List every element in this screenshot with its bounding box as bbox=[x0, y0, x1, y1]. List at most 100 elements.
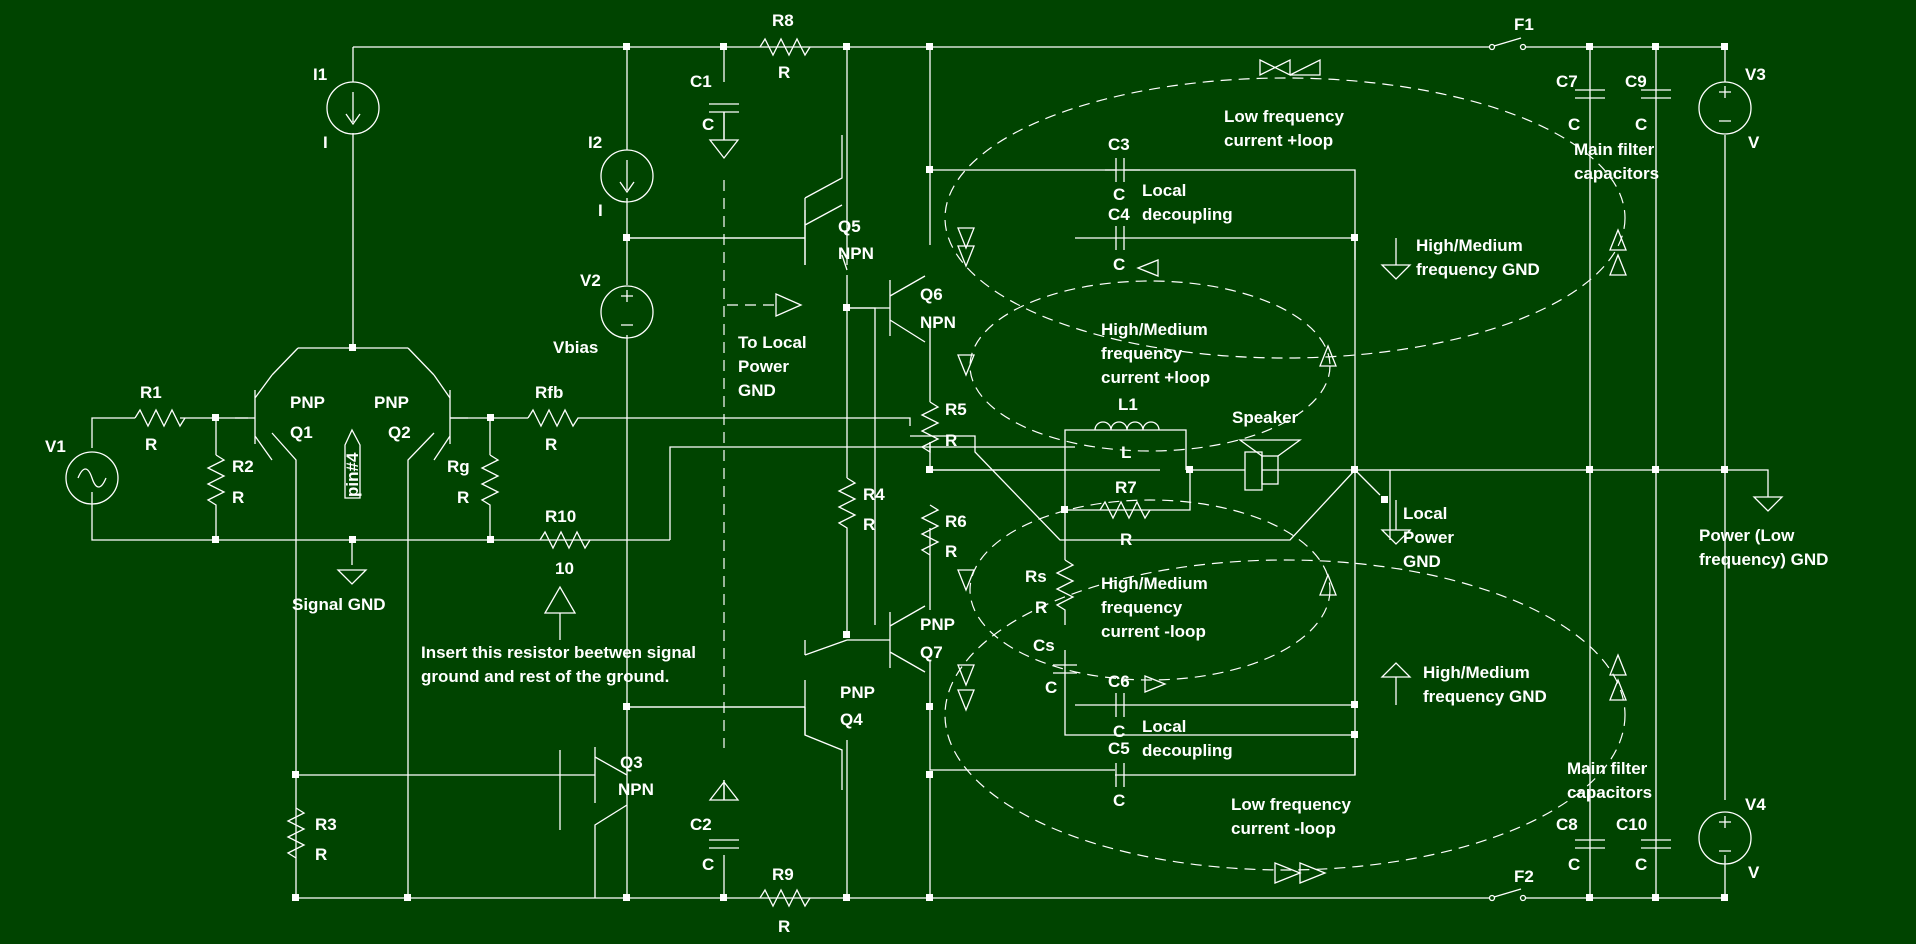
label-Q4-type: PNP bbox=[840, 683, 875, 702]
annotation-labels: Signal GND Insert this resistor beetwen … bbox=[292, 107, 1828, 838]
transistor-Q5 bbox=[627, 204, 843, 265]
local-dec-top-line2: decoupling bbox=[1142, 205, 1233, 224]
capacitor-C10 bbox=[1641, 839, 1671, 849]
inductor-L1 bbox=[1094, 421, 1160, 431]
label-Q2: Q2 bbox=[388, 423, 411, 442]
local-dec-bot-line2: decoupling bbox=[1142, 741, 1233, 760]
loop-arrows bbox=[775, 58, 1627, 884]
label-Q1: Q1 bbox=[290, 423, 313, 442]
label-C2-val: C bbox=[702, 855, 714, 874]
label-R2-val: R bbox=[232, 488, 244, 507]
label-C6: C6 bbox=[1108, 672, 1130, 691]
label-Q4: Q4 bbox=[840, 710, 863, 729]
capacitor-C6 bbox=[1115, 693, 1125, 717]
label-Q6-type: NPN bbox=[920, 313, 956, 332]
label-Q5: Q5 bbox=[838, 217, 861, 236]
capacitor-C9 bbox=[1641, 89, 1671, 99]
label-R1: R1 bbox=[140, 383, 162, 402]
main-filter-top-line1: Main filter bbox=[1574, 140, 1655, 159]
label-C5-val: C bbox=[1113, 791, 1125, 810]
label-V2-val: Vbias bbox=[553, 338, 598, 357]
label-Rs: Rs bbox=[1025, 567, 1047, 586]
hm-gnd-top-line2: frequency GND bbox=[1416, 260, 1540, 279]
label-Q2-type: PNP bbox=[374, 393, 409, 412]
resistor-R3 bbox=[286, 807, 306, 859]
label-L1-val: L bbox=[1121, 443, 1131, 462]
label-R3-val: R bbox=[315, 845, 327, 864]
label-R1-val: R bbox=[145, 435, 157, 454]
voltage-source-V4 bbox=[1698, 811, 1752, 865]
fuse-F1 bbox=[1488, 37, 1527, 51]
capacitor-C8 bbox=[1575, 839, 1605, 849]
local-power-line1: To Local bbox=[738, 333, 807, 352]
label-R6-val: R bbox=[945, 542, 957, 561]
label-C10: C10 bbox=[1616, 815, 1647, 834]
hm-plus-line3: current +loop bbox=[1101, 368, 1210, 387]
label-C8-val: C bbox=[1568, 855, 1580, 874]
local-pgnd-line1: Local bbox=[1403, 504, 1447, 523]
resistor-R4 bbox=[837, 477, 857, 530]
label-R5-val: R bbox=[945, 431, 957, 450]
power-gnd-line2: frequency) GND bbox=[1699, 550, 1828, 569]
label-pin4: pin#4 bbox=[343, 452, 362, 497]
label-C5: C5 bbox=[1108, 739, 1130, 758]
local-dec-top-line1: Local bbox=[1142, 181, 1186, 200]
label-I1: I1 bbox=[313, 65, 327, 84]
resistor-R7 bbox=[1099, 500, 1151, 520]
main-filter-bot-line1: Main filter bbox=[1567, 759, 1648, 778]
label-Q1-type: PNP bbox=[290, 393, 325, 412]
hm-plus-line2: frequency bbox=[1101, 344, 1183, 363]
arrow-icon bbox=[543, 585, 577, 640]
power-gnd-line1: Power (Low bbox=[1699, 526, 1795, 545]
label-V2: V2 bbox=[580, 271, 601, 290]
main-filter-bot-line2: capacitors bbox=[1567, 783, 1652, 802]
label-F2: F2 bbox=[1514, 867, 1534, 886]
hm-gnd-bot-line1: High/Medium bbox=[1423, 663, 1530, 682]
label-Rfb: Rfb bbox=[535, 383, 563, 402]
label-Q7-type: PNP bbox=[920, 615, 955, 634]
resistor-Rg bbox=[480, 454, 500, 512]
label-Rs-val: R bbox=[1035, 598, 1047, 617]
transistor-Q4 bbox=[627, 680, 806, 735]
resistor-R5 bbox=[920, 401, 940, 454]
capacitor-C2 bbox=[708, 780, 740, 849]
label-Q3-type: NPN bbox=[618, 780, 654, 799]
label-C3-val: C bbox=[1113, 185, 1125, 204]
label-R4: R4 bbox=[863, 485, 885, 504]
insert-note-line2: ground and rest of the ground. bbox=[421, 667, 669, 686]
label-R9: R9 bbox=[772, 865, 794, 884]
pin4-marker bbox=[344, 428, 361, 499]
capacitor-C5 bbox=[1115, 763, 1125, 787]
voltage-source-V2 bbox=[600, 285, 654, 339]
label-Rfb-val: R bbox=[545, 435, 557, 454]
label-C6-val: C bbox=[1113, 722, 1125, 741]
voltage-source-V1 bbox=[65, 451, 119, 505]
component-labels: I1 I I2 I V1 V2 Vbias V3 V V4 V R1 R R2 … bbox=[45, 11, 1766, 936]
lf-plus-line2: current +loop bbox=[1224, 131, 1333, 150]
resistor-Rfb bbox=[527, 408, 580, 428]
label-Cs: Cs bbox=[1033, 636, 1055, 655]
label-R5: R5 bbox=[945, 400, 967, 419]
resistor-R9 bbox=[759, 888, 811, 908]
label-R4-val: R bbox=[863, 515, 875, 534]
hm-minus-line3: current -loop bbox=[1101, 622, 1206, 641]
label-C9: C9 bbox=[1625, 72, 1647, 91]
label-R9-val: R bbox=[778, 917, 790, 936]
junction-dots bbox=[212, 43, 1728, 901]
label-Q5-type: NPN bbox=[838, 244, 874, 263]
local-power-line3: GND bbox=[738, 381, 776, 400]
label-C3: C3 bbox=[1108, 135, 1130, 154]
speaker-icon bbox=[1238, 439, 1302, 485]
wires bbox=[91, 46, 1769, 899]
label-C1-val: C bbox=[702, 115, 714, 134]
label-C9-val: C bbox=[1635, 115, 1647, 134]
fuse-F2 bbox=[1488, 888, 1527, 902]
label-I1-val: I bbox=[323, 133, 328, 152]
label-V4-val: V bbox=[1748, 863, 1760, 882]
label-R10: R10 bbox=[545, 507, 576, 526]
label-I2: I2 bbox=[588, 133, 602, 152]
label-C7: C7 bbox=[1556, 72, 1578, 91]
label-Cs-val: C bbox=[1045, 678, 1057, 697]
hm-plus-line1: High/Medium bbox=[1101, 320, 1208, 339]
